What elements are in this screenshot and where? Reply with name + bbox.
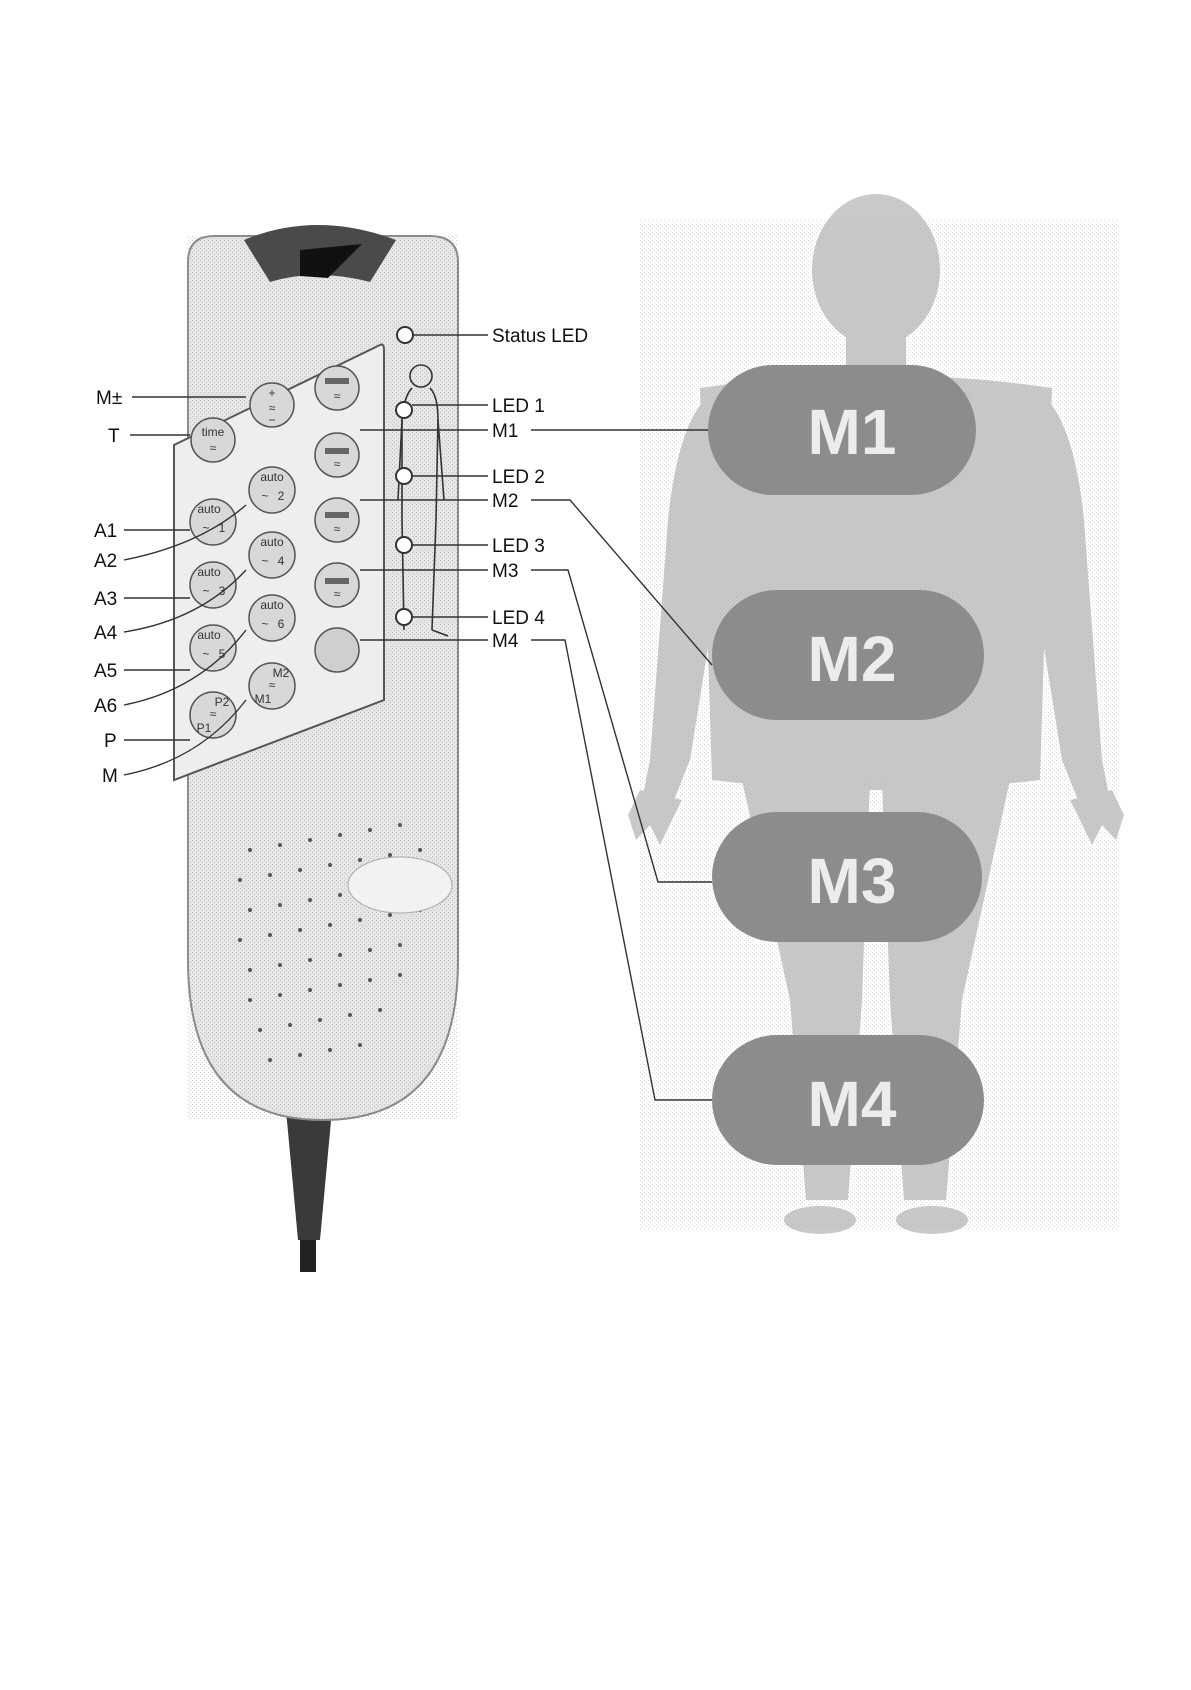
svg-text:≈: ≈ <box>334 389 341 403</box>
zone-m2-button[interactable]: ≈ <box>315 433 359 477</box>
label-m: M <box>102 766 118 787</box>
auto-2-num: 2 <box>278 489 285 503</box>
auto-6-text: auto <box>260 598 284 612</box>
zone-m4-label: M4 <box>808 1068 897 1140</box>
zone-m4: M4 <box>712 1035 984 1165</box>
p2-text: P2 <box>215 695 230 709</box>
auto-3-button[interactable]: auto ~ 3 <box>190 562 236 608</box>
svg-text:≈: ≈ <box>334 457 341 471</box>
zone-m1-label: M1 <box>808 396 897 468</box>
mpm-minus-text: − <box>268 413 275 427</box>
zone-m4-button[interactable]: ≈ <box>315 563 359 607</box>
svg-text:~: ~ <box>202 647 209 661</box>
auto-4-num: 4 <box>278 554 285 568</box>
led-2 <box>396 468 412 484</box>
auto-4-text: auto <box>260 535 284 549</box>
label-a1: A1 <box>94 521 117 542</box>
timer-button[interactable]: time ≈ <box>191 418 235 462</box>
blank-button[interactable] <box>315 628 359 672</box>
mpm-plus-text: + <box>268 386 275 400</box>
svg-text:~: ~ <box>202 584 209 598</box>
svg-text:~: ~ <box>261 489 268 503</box>
auto-3-text: auto <box>197 565 221 579</box>
right-labels: Status LED LED 1 M1 LED 2 M2 LED 3 M3 LE… <box>492 326 588 652</box>
label-status-led: Status LED <box>492 326 588 347</box>
auto-1-button[interactable]: auto ~ 1 <box>190 499 236 545</box>
zone-m1: M1 <box>708 365 976 495</box>
timer-text: time <box>202 425 225 439</box>
label-a3: A3 <box>94 589 117 610</box>
svg-text:≈: ≈ <box>210 707 217 721</box>
remote-thumb-rest <box>348 857 452 913</box>
label-p: P <box>104 731 117 752</box>
label-a2: A2 <box>94 551 117 572</box>
zone-m3-label: M3 <box>808 845 897 917</box>
svg-text:~: ~ <box>261 554 268 568</box>
led-3 <box>396 537 412 553</box>
label-led-2: LED 2 <box>492 467 545 488</box>
svg-text:≈: ≈ <box>210 441 217 455</box>
label-a5: A5 <box>94 661 117 682</box>
m1-text: M1 <box>255 692 272 706</box>
label-led-3: LED 3 <box>492 536 545 557</box>
auto-2-text: auto <box>260 470 284 484</box>
svg-text:≈: ≈ <box>334 522 341 536</box>
auto-6-button[interactable]: auto ~ 6 <box>249 595 295 641</box>
svg-text:~: ~ <box>261 617 268 631</box>
led-1 <box>396 402 412 418</box>
memory-button[interactable]: M2 ≈ M1 <box>249 663 295 709</box>
svg-text:≈: ≈ <box>334 587 341 601</box>
svg-text:≈: ≈ <box>269 678 276 692</box>
label-mpm: M± <box>96 388 122 409</box>
auto-5-text: auto <box>197 628 221 642</box>
label-led-1: LED 1 <box>492 396 545 417</box>
label-m1: M1 <box>492 421 518 442</box>
mpm-button[interactable]: + ≈ − <box>250 383 294 427</box>
remote-cable <box>286 1110 332 1240</box>
zone-m3: M3 <box>712 812 982 942</box>
program-button[interactable]: P2 ≈ P1 <box>190 692 236 738</box>
label-t: T <box>108 426 120 447</box>
auto-4-button[interactable]: auto ~ 4 <box>249 532 295 578</box>
label-a4: A4 <box>94 623 118 644</box>
led-4 <box>396 609 412 625</box>
auto-2-button[interactable]: auto ~ 2 <box>249 467 295 513</box>
auto-6-num: 6 <box>278 617 285 631</box>
label-m4: M4 <box>492 631 519 652</box>
label-a6: A6 <box>94 696 117 717</box>
label-m2: M2 <box>492 491 518 512</box>
left-labels: M± T A1 A2 A3 A4 A5 A6 P M <box>94 388 122 787</box>
label-m3: M3 <box>492 561 518 582</box>
status-led <box>397 327 413 343</box>
zone-m2: M2 <box>712 590 984 720</box>
zone-m2-label: M2 <box>808 623 897 695</box>
label-led-4: LED 4 <box>492 608 545 629</box>
auto-1-text: auto <box>197 502 221 516</box>
zone-m3-button[interactable]: ≈ <box>315 498 359 542</box>
zone-m1-button[interactable]: ≈ <box>315 366 359 410</box>
p1-text: P1 <box>197 721 212 735</box>
